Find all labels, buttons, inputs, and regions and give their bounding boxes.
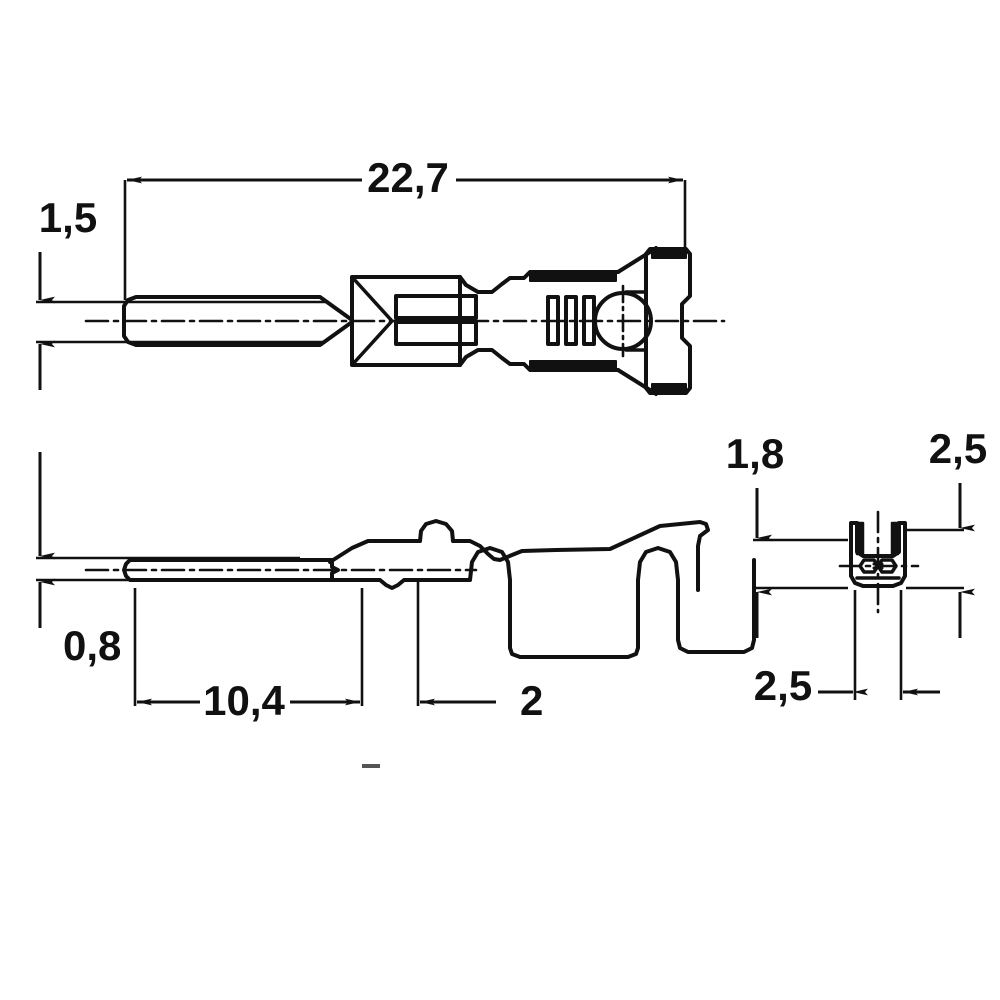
dim-label-pin-height: 1,5 <box>39 194 97 241</box>
dimension-overall-length <box>123 176 687 300</box>
dimension-blade-thickness <box>36 452 300 628</box>
dim-label-blade-thickness: 0,8 <box>63 622 121 669</box>
dim-label-blade-length: 10,4 <box>203 677 285 724</box>
dimension-barrel-height <box>753 488 848 638</box>
dim-label-barrel-width: 2,5 <box>754 662 812 709</box>
dim-label-overall-length: 22,7 <box>367 154 449 201</box>
dim-label-prong-width: 2,5 <box>929 425 987 472</box>
dimension-barrel-width <box>818 590 940 700</box>
top-view <box>84 246 726 396</box>
side-view <box>84 519 756 659</box>
end-view <box>838 510 920 614</box>
dimension-pin-height <box>36 252 326 390</box>
body-window-upper <box>394 294 478 320</box>
rear-flange <box>644 247 692 395</box>
dimension-prong-width <box>906 483 975 638</box>
lock-tab-lower <box>529 360 617 371</box>
body-waist-upper <box>458 270 620 294</box>
flange-cap-upper <box>651 248 687 259</box>
dimension-latch-position <box>416 580 496 706</box>
stray-print-mark <box>362 764 380 768</box>
side-upper-profile <box>328 519 710 592</box>
body-waist-lower <box>458 348 620 372</box>
dimension-blade-length <box>133 588 364 706</box>
flange-cap-lower <box>651 383 687 394</box>
dim-label-latch-position: 2 <box>520 677 543 724</box>
side-lower-profile <box>328 546 756 659</box>
lock-tab-upper <box>529 271 617 282</box>
barrel-outline <box>849 521 907 588</box>
pin-nose-and-shaft <box>122 295 354 347</box>
rib-slot-2 <box>564 295 578 346</box>
dim-label-barrel-height: 1,8 <box>726 430 784 477</box>
